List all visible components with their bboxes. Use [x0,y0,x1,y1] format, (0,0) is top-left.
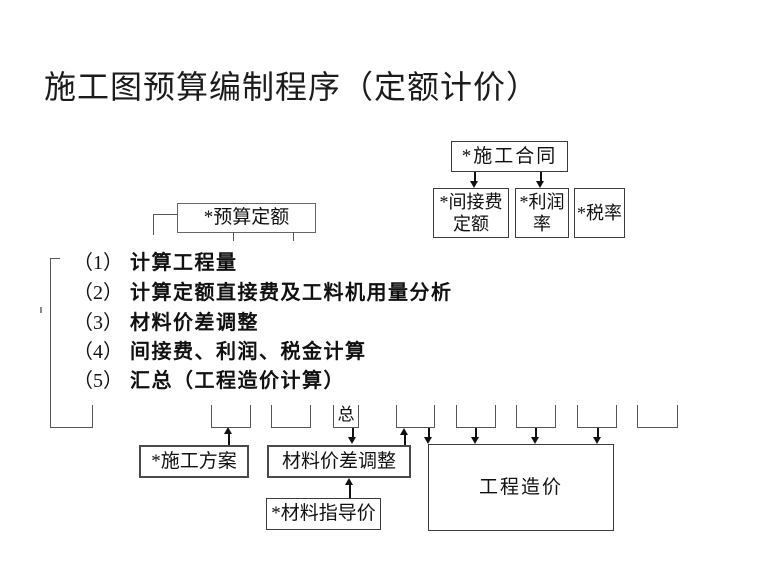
process-step-3: （3） 材料价差调整 [73,308,259,338]
arrow-guide-to-adjust [349,484,351,498]
bracket-8-bottom [577,427,617,428]
arrow-bracket6-to-cost [475,428,477,437]
arrow-plan-to-bracket [228,433,230,445]
bracket-2-right [250,405,251,428]
box-indirect-line2: 定额 [453,214,489,234]
arrowhead-up-icon [224,427,232,434]
box-material-guide-price: *材料指导价 [266,498,381,530]
arrowhead-up-icon [345,478,353,485]
bracket-3-right [310,405,311,428]
step-number: （1） [73,252,123,274]
arrow-adjust-to-bracket [404,434,406,445]
bracket-2-left [211,405,212,428]
budget-elbow-horizontal [153,214,177,215]
bracket-8-right [616,405,617,428]
process-step-2: （2） 计算定额直接费及工料机用量分析 [73,278,453,308]
step-number: （2） [73,282,123,304]
bracket-6-left [456,405,457,428]
box-material-price-adjustment: 材料价差调整 [267,445,411,478]
arrowhead-up-icon [400,428,408,435]
budget-elbow-vertical [153,214,154,235]
bracket-5-right [434,405,435,428]
step-text: 计算定额直接费及工料机用量分析 [130,282,453,304]
bracket-8-left [577,405,578,428]
bracket-7-bottom [516,427,556,428]
step-text: 材料价差调整 [130,312,259,334]
box-budget-quota: *预算定额 [177,203,316,233]
arrow-bracket8-to-cost [597,428,599,437]
arrowhead-down-icon [593,437,601,444]
box-project-cost: 工程造价 [428,444,614,531]
process-step-1: （1） 计算工程量 [73,248,238,278]
bracket-total-left [333,405,334,428]
box-profit-line1: *利润 [519,191,565,212]
budget-stub-right [293,232,294,241]
arrow-bracket7-to-cost [535,428,537,437]
left-bracket-top-tick [50,258,60,259]
box-profit-line2: 率 [533,214,551,234]
step-number: （5） [73,370,123,392]
bracket-6-right [495,405,496,428]
bracket-5-bottom [396,427,435,428]
arrow-total-to-adjust [352,428,354,438]
arrowhead-down-icon [531,437,539,444]
arrow-contract-to-indirect [474,172,476,182]
left-bracket-right-side [92,405,93,428]
process-step-5: （5） 汇总（工程造价计算） [73,366,345,396]
arrow-contract-to-profit [540,172,542,182]
box-indirect-line1: *间接费 [439,191,503,212]
bracket-5-left [396,405,397,428]
arrowhead-down-icon [471,437,479,444]
bracket-9-bottom [637,427,678,428]
arrowhead-down-icon [536,181,544,188]
bracket-total-right [358,405,359,428]
box-construction-plan: *施工方案 [139,445,249,478]
slide-title: 施工图预算编制程序（定额计价） [44,69,540,105]
left-bracket-vertical [50,258,51,428]
bracket-total-bottom [333,427,359,428]
bracket-7-left [516,405,517,428]
arrowhead-down-icon [348,437,356,444]
bracket-7-right [555,405,556,428]
bracket-3-left [271,405,272,428]
step-text: 间接费、利润、税金计算 [130,341,367,363]
box-profit-rate: *利润 率 [515,188,569,238]
bracket-3-bottom [271,427,311,428]
bracket-6-bottom [456,427,496,428]
arrowhead-down-icon [424,437,432,444]
arrow-bracket5-to-cost [428,428,430,437]
step-number: （3） [73,312,123,334]
left-bracket-bottom [50,427,93,428]
arrowhead-down-icon [470,181,478,188]
bracket-9-right [677,405,678,428]
total-marker: 总 [337,405,355,424]
budget-stub-left [233,232,234,241]
box-construction-contract: *施工合同 [451,141,568,172]
process-step-4: （4） 间接费、利润、税金计算 [73,337,367,367]
box-indirect-cost-quota: *间接费 定额 [433,188,509,238]
stray-mark [40,307,42,313]
step-text: 计算工程量 [130,252,238,274]
step-number: （4） [73,341,123,363]
step-text: 汇总（工程造价计算） [130,370,345,392]
box-tax-rate: *税率 [574,188,625,238]
bracket-9-left [637,405,638,428]
